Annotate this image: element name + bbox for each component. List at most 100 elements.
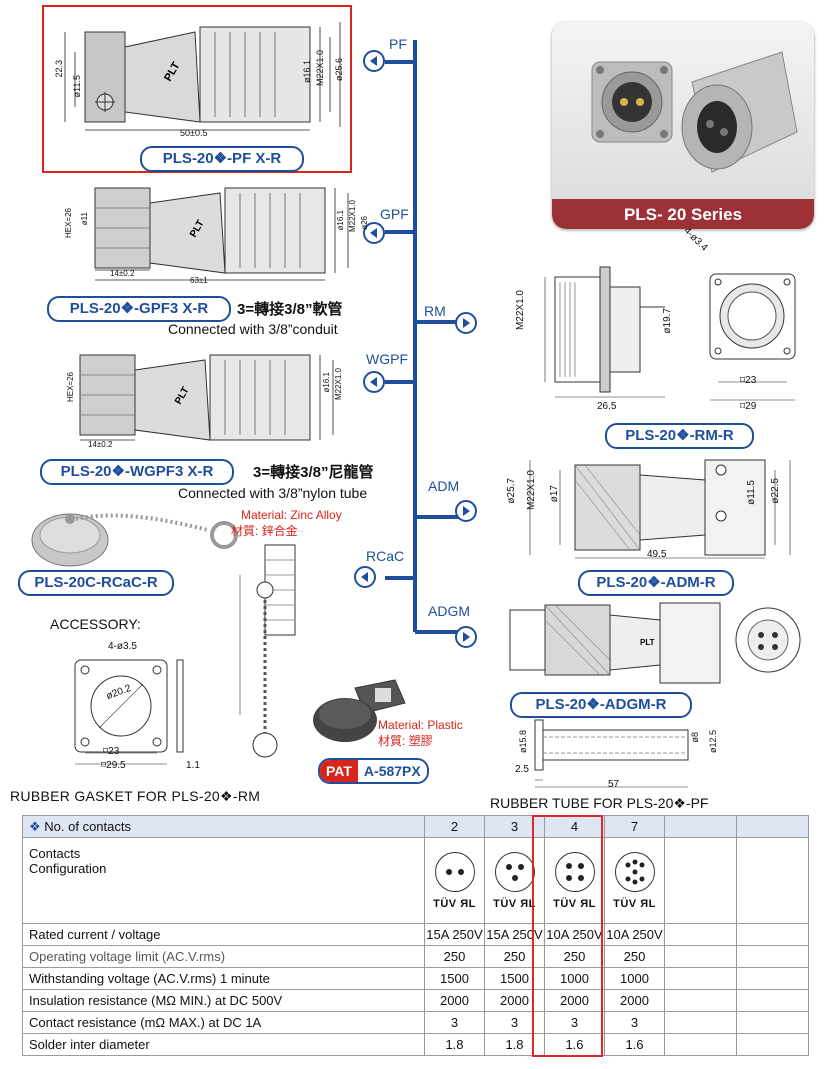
adm-dim: M22X1.0 [526,470,537,511]
connector-photo-image [591,51,798,173]
adm-dim: ø25.7 [506,478,517,504]
spec-value: 15A 250V [484,923,545,946]
model-pill-gpf[interactable]: PLS-20❖-GPF3 X-R [47,296,231,322]
wgpf-note-en: Connected with 3/8”nylon tube [178,485,368,501]
spec-header-label: No. of contacts [44,818,131,834]
tube-dim: 2.5 [515,764,529,775]
cert-row: TÜV ЯL [425,898,484,910]
spec-row: Contact resistance (mΩ MAX.) at DC 1A 3 … [22,1011,809,1034]
gasket-caption: RUBBER GASKET FOR PLS-20❖-RM [10,788,260,805]
spec-row: Rated current / voltage 15A 250V 15A 250… [22,923,809,946]
adm-dim: ø17 [549,485,560,503]
rm-dim: ⌑23 [740,375,757,386]
spec-value: 1000 [604,967,665,990]
wgpf-note-cn: 3=轉接3/8”尼龍管 [253,464,374,481]
arrow-right-icon[interactable] [455,626,477,648]
empty-cell [736,1011,809,1034]
rm-dim: ⌑29 [740,401,757,412]
config-cell-7: TÜV ЯL [604,837,665,924]
empty-cell [736,923,809,946]
tube-drawing [534,719,689,788]
spec-value: 3 [544,1011,605,1034]
spec-header-cell: ❖ No. of contacts [22,815,425,838]
model-pill-rm[interactable]: PLS-20❖-RM-R [605,423,754,449]
config-cell-4: TÜV ЯL [544,837,605,924]
rm-dim: ø19.7 [662,308,673,334]
model-pill-adm[interactable]: PLS-20❖-ADM-R [578,570,734,596]
rm-drawing [544,266,796,401]
gpf-dim: HEX=26 [64,208,73,239]
gpf-dim: ø26 [360,216,369,230]
cap-material-cn: 材質: 塑膠 [378,734,433,748]
rcac-material: Material: Zinc Alloy [241,508,342,522]
arrow-left-icon[interactable] [354,566,376,588]
gasket-drawing [74,659,184,765]
arrow-left-icon[interactable] [363,222,385,244]
pf-highlight-box [42,5,352,173]
spec-value: 10A 250V [604,923,665,946]
empty-cell [664,989,737,1012]
empty-cell [664,923,737,946]
spec-value: 2000 [544,989,605,1012]
pf-drawing: PLT [64,22,341,131]
arrow-right-icon[interactable] [455,312,477,334]
gasket-dim: ⌑29.5 [101,760,126,771]
spec-value: 3 [604,1011,665,1034]
spec-value: 2000 [484,989,545,1012]
arrow-left-icon[interactable] [363,371,385,393]
cap-material: Material: Plastic [378,718,463,732]
empty-cell [664,945,737,968]
tuv-icon: TÜV [553,897,577,910]
tube-dim: ø12.5 [708,730,718,754]
wgpf-dim: HEX=26 [66,372,75,403]
ul-icon: ЯL [460,897,476,910]
gpf-dim: 63±1 [190,276,208,285]
spec-row-label: Contact resistance (mΩ MAX.) at DC 1A [22,1011,425,1034]
spec-value: 1.6 [604,1033,665,1056]
rcac-material-cn: 材質: 鋅合金 [231,524,298,538]
gpf-dim: M22X1.0 [348,200,357,233]
spec-row: Insulation resistance (MΩ MIN.) at DC 50… [22,989,809,1012]
contacts-4-icon [554,851,595,892]
config-label-1: Contacts [29,846,81,861]
plastic-cap-photo [313,679,406,742]
spec-value: 3 [424,1011,485,1034]
gasket-dim: ⌑23 [103,746,120,757]
model-pill-wgpf[interactable]: PLS-20❖-WGPF3 X-R [40,459,234,485]
arrow-left-icon[interactable] [363,50,385,72]
config-cell-2: TÜV ЯL [424,837,485,924]
tube-dim: ø15.8 [518,730,528,754]
empty-cell [664,815,737,838]
spec-value: 250 [544,945,605,968]
pf-dim: ø11.5 [72,75,82,98]
gasket-caption-pre: RUBBER GASKET FOR [10,788,172,804]
adm-dim: ø22.5 [770,478,781,504]
contacts-col: 2 [424,815,485,838]
empty-cell [736,967,809,990]
patent-number: A-587PX [357,760,427,782]
gasket-dim: 1.1 [186,760,200,771]
spec-value: 1.6 [544,1033,605,1056]
empty-cell [664,1033,737,1056]
cert-row: TÜV ЯL [545,898,604,910]
wgpf-drawing: PLT [79,354,334,441]
arrow-right-icon[interactable] [455,500,477,522]
spec-row: Solder inter diameter 1.8 1.8 1.6 1.6 [22,1033,809,1056]
adm-dim: ø11.5 [746,480,757,505]
spec-value: 1.8 [484,1033,545,1056]
label-wgpf: WGPF [366,351,408,367]
photo-caption-banner [552,199,814,229]
model-pill-rcac[interactable]: PLS-20C-RCaC-R [18,570,174,596]
model-pill-adgm[interactable]: PLS-20❖-ADGM-R [510,692,692,718]
tuv-icon: TÜV [493,897,517,910]
spec-row-label: Operating voltage limit (AC.V.rms) [22,945,425,968]
rcac-cap-photo [31,513,238,567]
wgpf-dim: M22X1.0 [334,368,343,401]
empty-cell [736,989,809,1012]
gasket-dim: 4-ø3.5 [108,641,137,652]
spec-row-label: Solder inter diameter [22,1033,425,1056]
spec-value: 3 [484,1011,545,1034]
spec-header-row: ❖ No. of contacts 2 3 4 7 [22,815,809,838]
model-pill-pf[interactable]: PLS-20❖-PF X-R [140,146,304,172]
label-rcac: RCaC [366,548,405,564]
